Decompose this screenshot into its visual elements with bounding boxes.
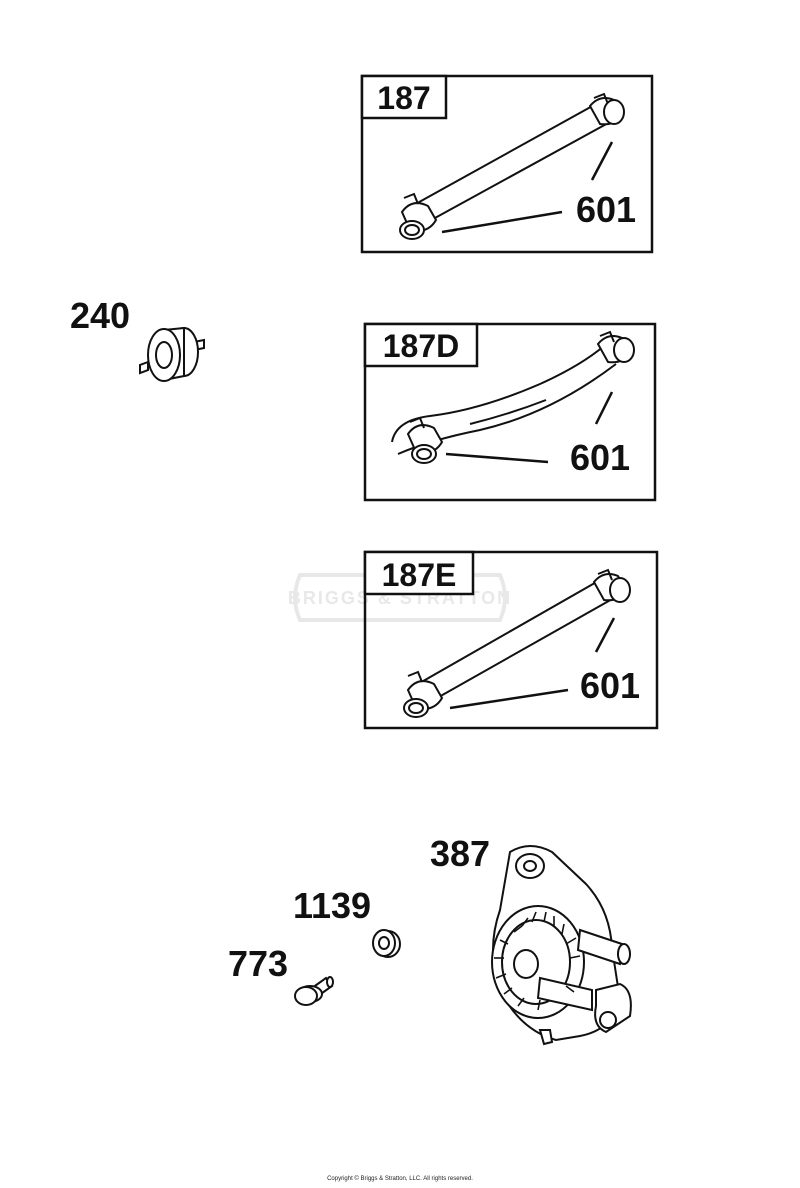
clamp-callout-187d: 601 bbox=[570, 437, 630, 478]
fuel-line-hose-curved bbox=[391, 330, 635, 464]
fuel-line-hose-straight-e bbox=[403, 568, 631, 718]
screw-callout: 773 bbox=[228, 943, 288, 984]
fuel-pump-callout: 387 bbox=[430, 833, 490, 874]
washer: 1139 bbox=[293, 885, 401, 958]
screw: 773 bbox=[228, 943, 334, 1006]
clamp-callout-187e: 601 bbox=[580, 665, 640, 706]
hose-187-panel: 187 601 bbox=[360, 74, 654, 254]
hose-187e-panel: 187E 601 bbox=[363, 550, 659, 730]
hose-187-label: 187 bbox=[377, 80, 430, 116]
pump-diaphragm-ribs bbox=[494, 911, 581, 1011]
washer-callout: 1139 bbox=[293, 885, 371, 926]
fuel-filter-callout: 240 bbox=[70, 295, 130, 336]
fuel-filter: 240 bbox=[70, 295, 205, 382]
copyright-notice: Copyright © Briggs & Stratton, LLC. All … bbox=[327, 1176, 473, 1182]
clamp-callout-leaders bbox=[449, 617, 616, 710]
hose-187e-label: 187E bbox=[382, 557, 457, 593]
clamp-callout-187: 601 bbox=[576, 189, 636, 230]
hose-187d-label: 187D bbox=[383, 328, 460, 364]
fuel-line-hose-straight bbox=[399, 92, 625, 240]
clamp-callout-leaders bbox=[445, 391, 614, 464]
hose-187d-panel: 187D 601 bbox=[363, 322, 657, 502]
fuel-pump: 387 bbox=[430, 833, 632, 1046]
clamp-callout-leaders bbox=[441, 141, 614, 234]
